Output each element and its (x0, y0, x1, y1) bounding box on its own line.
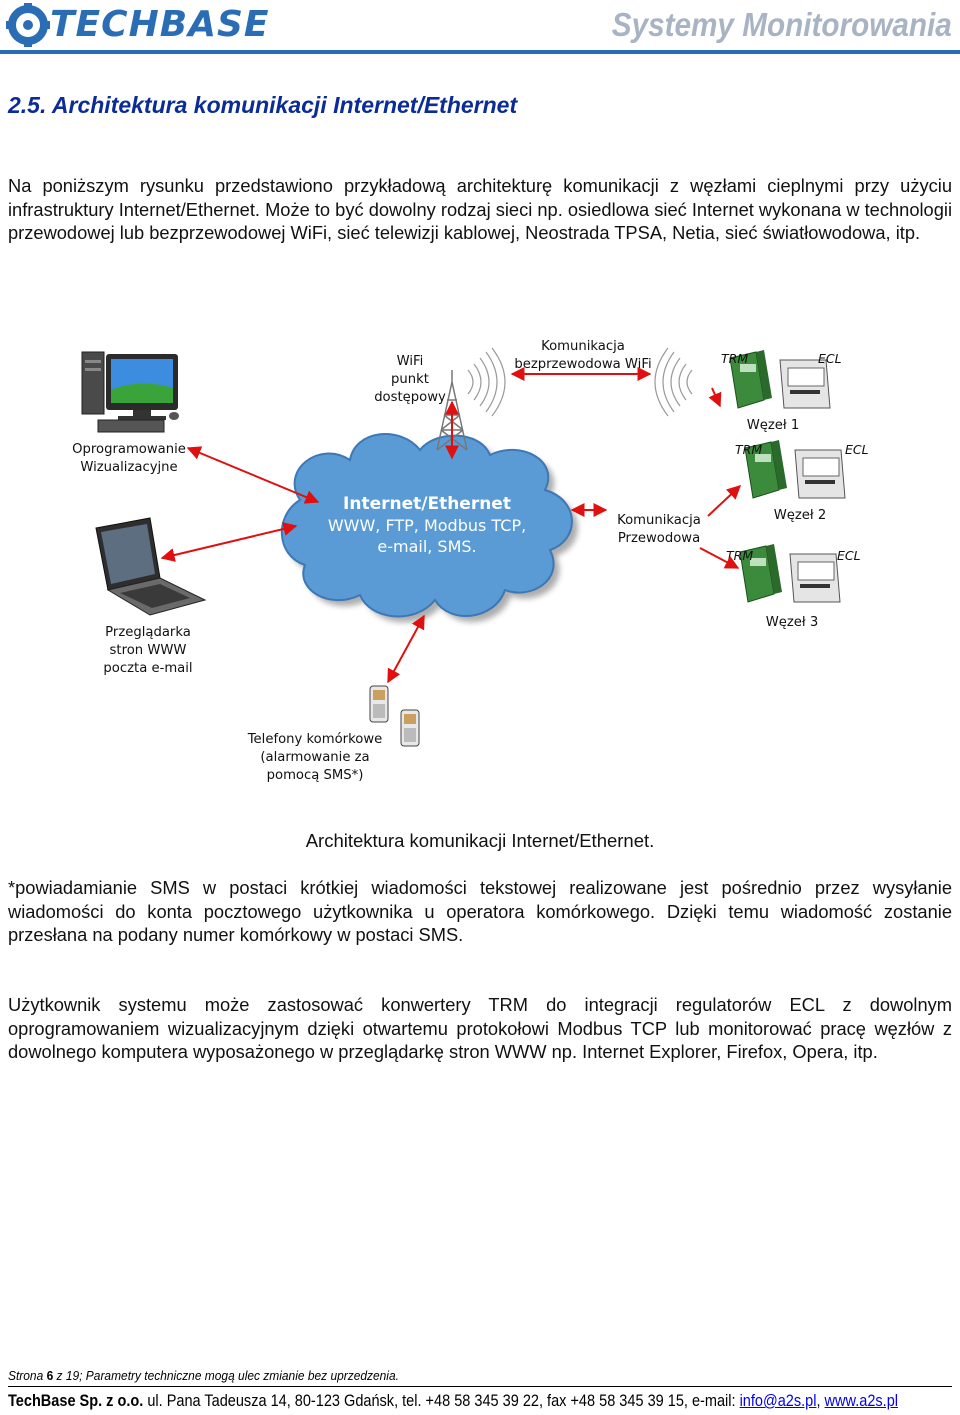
wired-link-label-2: Przewodowa (618, 531, 700, 546)
wired-link-label-1: Komunikacja (617, 513, 701, 528)
page-number: 6 (46, 1368, 54, 1383)
wifi-label-1: WiFi (397, 354, 424, 369)
intro-paragraph: Na poniższym rysunku przedstawiono przyk… (8, 175, 953, 243)
sms-note-paragraph: *powiadamianie SMS w postaci krótkiej wi… (8, 877, 952, 945)
node-1-label: Węzeł 1 (747, 418, 800, 433)
logo-text: TECHBASE (50, 4, 270, 45)
page-prefix: Strona (8, 1368, 47, 1383)
connection-arrows (160, 387, 742, 684)
disclaimer: Parametry techniczne mogą ulec zmianie b… (85, 1368, 399, 1383)
arrow-cloud-phones (387, 614, 425, 684)
browser-label-1: Przeglądarka (105, 625, 191, 640)
cloud-title: Internet/Ethernet (343, 494, 511, 514)
architecture-diagram: Internet/Ethernet WWW, FTP, Modbus TCP, … (72, 339, 869, 783)
arrow-wireless-node1 (708, 387, 722, 408)
node-2-ecl-label: ECL (845, 442, 869, 457)
node-3-devices (739, 544, 841, 603)
email-link[interactable]: info@a2s.pl (739, 1392, 817, 1410)
company-name: TechBase Sp. z o.o. (8, 1392, 144, 1410)
node-1-ecl-label: ECL (818, 351, 842, 366)
techbase-logo (6, 2, 306, 54)
visualization-label-2: Wizualizacyjne (80, 460, 177, 475)
internet-cloud: Internet/Ethernet WWW, FTP, Modbus TCP, … (280, 433, 578, 623)
wifi-waves-left-icon (467, 347, 506, 417)
link-separator: , (816, 1392, 825, 1410)
user-paragraph: Użytkownik systemu może zastosować konwe… (8, 994, 952, 1062)
node-2-devices (744, 440, 846, 499)
gear-logo-icon (6, 3, 50, 47)
desktop-computer-icon (81, 351, 179, 433)
visualization-label-1: Oprogramowanie (72, 442, 186, 457)
node-2-trm-label: TRM (735, 442, 762, 457)
arrow-visualization-cloud (186, 446, 320, 504)
node-3-ecl-label: ECL (837, 548, 861, 563)
cloud-protocols-line1: WWW, FTP, Modbus TCP, (328, 516, 526, 535)
phones-label-2: (alarmowanie za (260, 750, 369, 765)
phones-label-3: pomocą SMS*) (267, 768, 364, 783)
page-info: Strona 6 z 19; Parametry techniczne mogą… (8, 1368, 399, 1383)
footer-contact: TechBase Sp. z o.o. ul. Pana Tadeusza 14… (8, 1392, 898, 1411)
node-3-trm-label: TRM (726, 548, 753, 563)
wireless-link-label-1: Komunikacja (541, 339, 625, 354)
laptop-icon (95, 517, 207, 616)
browser-label-2: stron WWW (110, 643, 187, 658)
wireless-link-label-2: bezprzewodowa WiFi (514, 357, 651, 372)
mobile-phone-icon (369, 685, 389, 723)
footer-divider (8, 1386, 952, 1387)
mobile-phone-icon (400, 709, 420, 747)
arrow-wired-node3 (699, 547, 740, 569)
company-address: ul. Pana Tadeusza 14, 80-123 Gdańsk, tel… (143, 1392, 740, 1410)
page-total: z 19; (53, 1368, 86, 1383)
wifi-waves-right-icon (654, 347, 693, 417)
arrow-laptop-cloud (160, 522, 298, 562)
arrow-wired-node2 (707, 485, 742, 517)
header-title: Systemy Monitorowania (612, 6, 952, 43)
node-3-label: Węzeł 3 (766, 615, 819, 630)
node-2-label: Węzeł 2 (774, 508, 827, 523)
website-link[interactable]: www.a2s.pl (824, 1392, 898, 1410)
cloud-protocols-line2: e-mail, SMS. (377, 537, 476, 556)
phones-label-1: Telefony komórkowe (247, 731, 382, 747)
node-1-trm-label: TRM (721, 351, 748, 366)
figure-caption: Architektura komunikacji Internet/Ethern… (305, 830, 655, 851)
header-divider (0, 50, 960, 54)
section-title: 2.5. Architektura komunikacji Internet/E… (8, 92, 518, 118)
node-1-devices (729, 350, 831, 409)
wifi-label-2: punkt (391, 372, 429, 387)
wifi-label-3: dostępowy (374, 390, 446, 405)
browser-label-3: poczta e-mail (103, 661, 192, 676)
